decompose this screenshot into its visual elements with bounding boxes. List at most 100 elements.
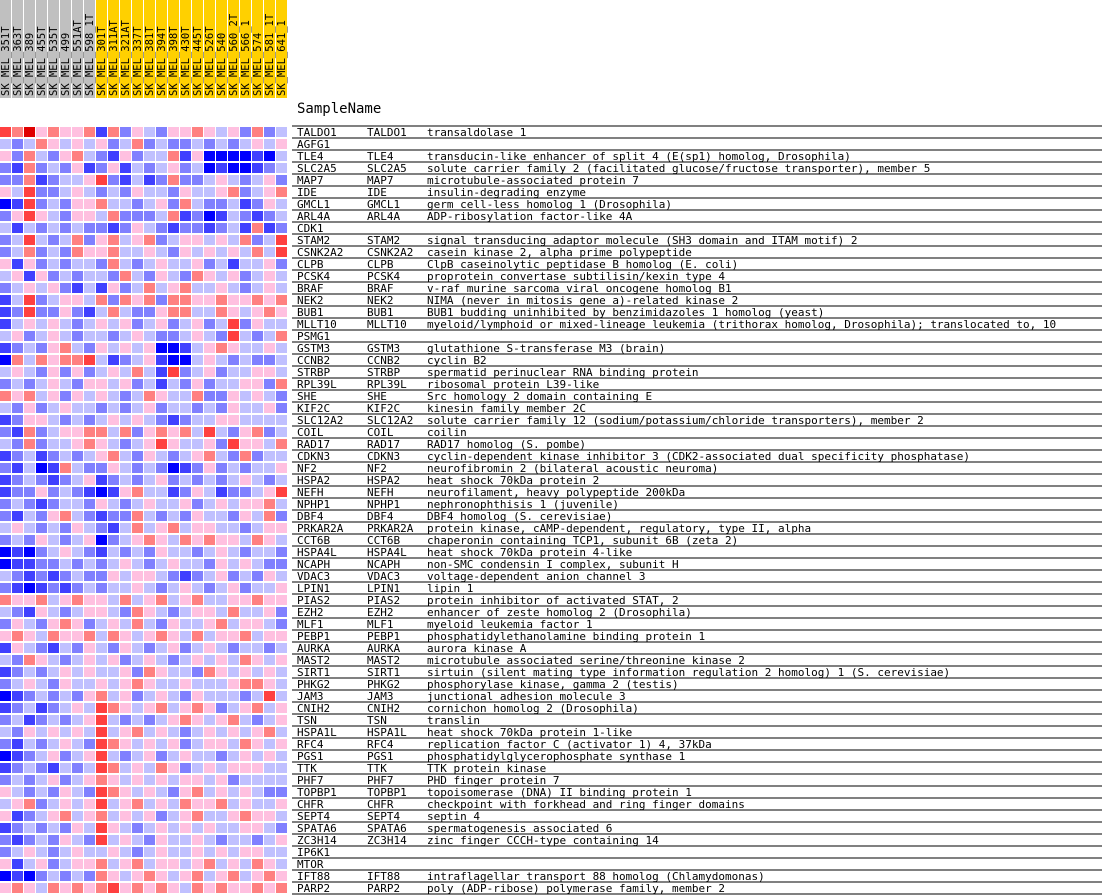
gene-description: spermatogenesis associated 6 <box>427 822 612 835</box>
heatmap-cell <box>252 307 263 317</box>
gene-symbol: MLF1 <box>367 618 394 631</box>
heatmap-cell <box>12 463 23 473</box>
gene-symbol: BUB1 <box>367 306 394 319</box>
heatmap-cell <box>216 451 227 461</box>
heatmap-cell <box>132 559 143 569</box>
heatmap-cell <box>156 271 167 281</box>
heatmap-cell <box>264 691 275 701</box>
heatmap-cell <box>276 763 287 773</box>
heatmap-cell <box>12 223 23 233</box>
heatmap-cell <box>228 283 239 293</box>
heatmap-cell <box>84 187 95 197</box>
heatmap-cell <box>72 823 83 833</box>
heatmap-cell <box>120 703 131 713</box>
heatmap-cell <box>24 343 35 353</box>
heatmap-cell <box>216 427 227 437</box>
heatmap-cell <box>192 823 203 833</box>
heatmap-cell <box>204 403 215 413</box>
heatmap-cell <box>228 511 239 521</box>
heatmap-cell <box>192 619 203 629</box>
gene-name: PGS1 <box>297 750 324 763</box>
gene-name: SIRT1 <box>297 666 330 679</box>
heatmap-cell <box>168 655 179 665</box>
heatmap-cell <box>144 139 155 149</box>
heatmap-cell <box>60 355 71 365</box>
sample-label: SK_MEL_598_1T <box>84 13 96 96</box>
heatmap-cell <box>96 619 107 629</box>
heatmap-cell <box>24 679 35 689</box>
sample-label: SK_MEL_641_1 <box>276 20 288 96</box>
heatmap-cell <box>216 655 227 665</box>
heatmap-cell <box>108 463 119 473</box>
heatmap-cell <box>108 187 119 197</box>
heatmap-cell <box>84 679 95 689</box>
heatmap-cell <box>12 631 23 641</box>
heatmap-cell <box>72 487 83 497</box>
heatmap-cell <box>120 427 131 437</box>
heatmap-cell <box>252 451 263 461</box>
heatmap-cell <box>48 439 59 449</box>
heatmap-cell <box>276 559 287 569</box>
heatmap-cell <box>60 811 71 821</box>
heatmap-cell <box>192 583 203 593</box>
heatmap-cell <box>168 775 179 785</box>
heatmap-cell <box>156 331 167 341</box>
heatmap-cell <box>24 163 35 173</box>
heatmap-cell <box>144 607 155 617</box>
heatmap-cell <box>228 583 239 593</box>
heatmap-cell <box>228 763 239 773</box>
heatmap-cell <box>168 679 179 689</box>
gene-symbol: HSPA1L <box>367 726 407 739</box>
gene-description: neurofibromin 2 (bilateral acoustic neur… <box>427 462 718 475</box>
heatmap-cell <box>60 463 71 473</box>
sample-group-bar <box>132 0 143 98</box>
gene-description: glutathione S-transferase M3 (brain) <box>427 342 665 355</box>
heatmap-cell <box>252 391 263 401</box>
heatmap-cell <box>0 523 11 533</box>
heatmap-cell <box>216 595 227 605</box>
heatmap-cell <box>12 319 23 329</box>
heatmap-cell <box>36 523 47 533</box>
heatmap-cell <box>204 667 215 677</box>
heatmap-cell <box>240 175 251 185</box>
heatmap-cell <box>264 247 275 257</box>
heatmap-cell <box>0 463 11 473</box>
heatmap-cell <box>24 175 35 185</box>
heatmap-cell <box>228 235 239 245</box>
heatmap-cell <box>144 283 155 293</box>
gene-name: EZH2 <box>297 606 324 619</box>
heatmap-cell <box>108 295 119 305</box>
heatmap-cell <box>168 451 179 461</box>
heatmap-cell <box>12 307 23 317</box>
gene-symbol: COIL <box>367 426 394 439</box>
heatmap-cell <box>204 571 215 581</box>
heatmap-cell <box>192 547 203 557</box>
heatmap-cell <box>216 751 227 761</box>
gene-name: SEPT4 <box>297 810 330 823</box>
heatmap-cell <box>12 379 23 389</box>
heatmap-cell <box>180 523 191 533</box>
heatmap-cell <box>144 451 155 461</box>
heatmap-cell <box>48 751 59 761</box>
heatmap-cell <box>120 583 131 593</box>
gene-name: TSN <box>297 714 317 727</box>
heatmap-cell <box>228 259 239 269</box>
heatmap-cell <box>84 547 95 557</box>
heatmap-cell <box>24 823 35 833</box>
heatmap-cell <box>120 823 131 833</box>
heatmap-cell <box>48 415 59 425</box>
heatmap-cell <box>0 571 11 581</box>
sample-group-bar <box>252 0 263 98</box>
heatmap-cell <box>0 619 11 629</box>
heatmap-cell <box>192 631 203 641</box>
gene-symbol: STRBP <box>367 366 400 379</box>
heatmap-cell <box>24 427 35 437</box>
heatmap-cell <box>132 619 143 629</box>
gene-description: intraflagellar transport 88 homolog (Chl… <box>427 870 765 883</box>
heatmap-cell <box>108 871 119 881</box>
heatmap-cell <box>168 715 179 725</box>
sample-label: SK_MEL_321AT <box>120 19 132 96</box>
heatmap-cell <box>240 475 251 485</box>
heatmap-cell <box>156 535 167 545</box>
heatmap-cell <box>216 319 227 329</box>
